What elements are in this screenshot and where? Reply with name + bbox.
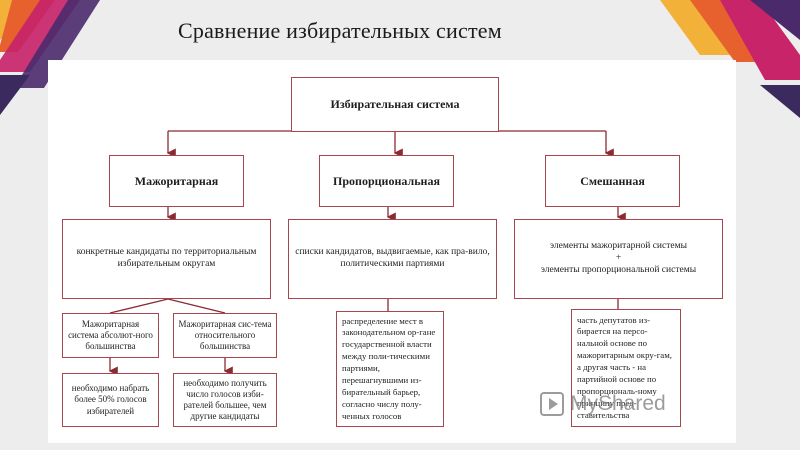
right-chevron-decoration xyxy=(660,0,800,118)
branch-proportional-box: Пропорциональная xyxy=(319,155,454,207)
branch-proportional-label: Пропорциональная xyxy=(333,173,440,188)
root-box: Избирательная система xyxy=(291,77,499,132)
relative-majority-detail: необходимо получить число голосов изби-р… xyxy=(183,377,267,422)
absolute-majority-box: Мажоритарная система абсолют-ного больши… xyxy=(62,313,159,358)
majoritarian-description: конкретные кандидаты по территориальным … xyxy=(76,247,257,269)
slide-title: Сравнение избирательных систем xyxy=(178,18,502,43)
absolute-majority-detail: необходимо набрать более 50% голосов изб… xyxy=(71,383,150,416)
relative-majority-detail-box: необходимо получить число голосов изби-р… xyxy=(173,373,277,427)
watermark-text: MyShared xyxy=(570,392,666,415)
root-label: Избирательная система xyxy=(330,97,460,111)
mixed-description-line2: элементы пропорциональной системы xyxy=(540,264,697,275)
left-chevron-decoration xyxy=(0,0,100,115)
absolute-majority-label: Мажоритарная система абсолют-ного больши… xyxy=(68,318,153,352)
branch-mixed-box: Смешанная xyxy=(545,155,680,207)
branch-majoritarian-label: Мажоритарная xyxy=(134,173,219,188)
mixed-description-plus: + xyxy=(615,253,622,264)
mixed-detail: часть депутатов из-бирается на персо-нал… xyxy=(577,314,672,420)
branch-mixed-label: Смешанная xyxy=(580,173,645,188)
proportional-detail-box: распределение мест в законодательном ор-… xyxy=(336,311,444,427)
proportional-description-box: списки кандидатов, выдвигаемые, как пра-… xyxy=(288,219,497,299)
proportional-description: списки кандидатов, выдвигаемые, как пра-… xyxy=(295,247,490,269)
majoritarian-description-box: конкретные кандидаты по территориальным … xyxy=(62,219,271,299)
relative-majority-label: Мажоритарная сис-тема относительного бол… xyxy=(178,318,272,352)
proportional-detail: распределение мест в законодательном ор-… xyxy=(342,315,436,421)
relative-majority-box: Мажоритарная сис-тема относительного бол… xyxy=(173,313,277,358)
absolute-majority-detail-box: необходимо набрать более 50% голосов изб… xyxy=(62,373,159,427)
mixed-description-line1: элементы мажоритарной системы xyxy=(550,241,687,252)
mixed-description-box: элементы мажоритарной системы + элементы… xyxy=(514,219,723,299)
branch-majoritarian-box: Мажоритарная xyxy=(109,155,244,207)
watermark: MyShared xyxy=(540,392,666,416)
play-logo-icon xyxy=(540,392,564,416)
mixed-detail-box: часть депутатов из-бирается на персо-нал… xyxy=(571,309,681,427)
